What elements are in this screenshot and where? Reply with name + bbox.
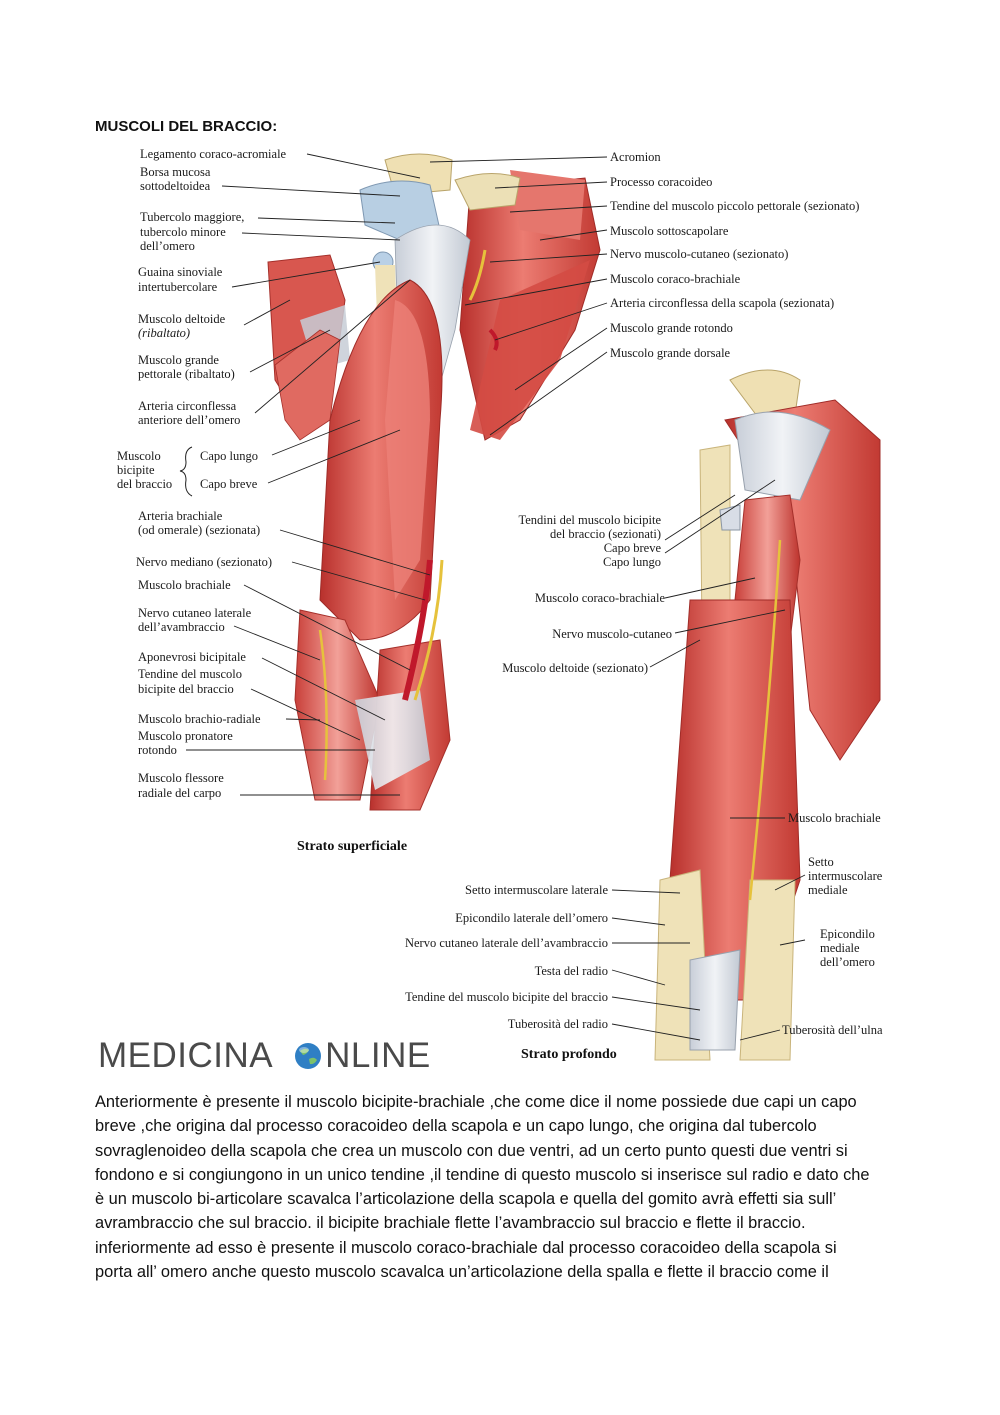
label: intermuscolare <box>808 869 883 883</box>
label: del braccio <box>117 477 172 491</box>
paragraph-line: breve ,che origina dal processo coracoid… <box>95 1117 817 1136</box>
label: radiale del carpo <box>138 786 221 800</box>
label: Muscolo deltoide (sezionato) <box>502 661 648 675</box>
label: Nervo cutaneo laterale dell’avambraccio <box>405 936 608 950</box>
label: Arteria brachiale <box>138 509 223 523</box>
label: anteriore dell’omero <box>138 413 240 427</box>
label: Arteria circonflessa <box>138 399 237 413</box>
label: Capo breve <box>200 477 258 491</box>
label: bicipite del braccio <box>138 682 234 696</box>
label: intertubercolare <box>138 280 218 294</box>
page-heading: MUSCOLI DEL BRACCIO: <box>95 118 278 135</box>
label: Guaina sinoviale <box>138 265 223 279</box>
label: Nervo muscolo-cutaneo (sezionato) <box>610 247 788 261</box>
label: Setto <box>808 855 834 869</box>
label: Muscolo deltoide <box>138 312 226 326</box>
deep-layer-drawing <box>654 369 881 1061</box>
label: Processo coracoideo <box>610 175 712 189</box>
label: (od omerale) (sezionata) <box>138 523 260 537</box>
paragraph-line: fondono e si congiungono in un unico ten… <box>95 1165 870 1184</box>
label: Muscolo brachiale <box>138 578 231 592</box>
medicina-online-logo: MEDICINA NLINE <box>98 1036 431 1076</box>
label: Tendine del muscolo piccolo pettorale (s… <box>610 199 859 213</box>
label: del braccio (sezionati) <box>550 527 661 541</box>
label: Acromion <box>610 150 661 164</box>
superficial-layer-drawing <box>267 153 601 811</box>
label: (ribaltato) <box>138 326 190 340</box>
label: Muscolo brachiale <box>788 811 881 825</box>
paragraph-line: sovraglenoideo della scapola che crea un… <box>95 1141 848 1160</box>
label: dell’avambraccio <box>138 620 225 634</box>
superficial-labels: Legamento coraco-acromiale Borsa mucosa … <box>117 147 287 800</box>
label: bicipite <box>117 463 155 477</box>
right-top-labels: Acromion Processo coracoideo Tendine del… <box>610 150 859 360</box>
label: Muscolo coraco-brachiale <box>535 591 666 605</box>
label: sottodeltoidea <box>140 179 211 193</box>
leader-lines <box>186 153 806 1041</box>
label: Muscolo brachio-radiale <box>138 712 261 726</box>
label: dell’omero <box>140 239 195 253</box>
label: Tendine del muscolo bicipite del braccio <box>405 990 608 1004</box>
caption-deep: Strato profondo <box>521 1047 617 1062</box>
caption-superficial: Strato superficiale <box>297 839 407 854</box>
paragraph-line: inferiormente ad esso è presente il musc… <box>95 1238 837 1257</box>
label: Legamento coraco-acromiale <box>140 147 287 161</box>
label: Tubercolo maggiore, <box>140 210 244 224</box>
logo-text-2: NLINE <box>325 1036 431 1075</box>
label: Nervo muscolo-cutaneo <box>552 627 672 641</box>
label: Muscolo grande rotondo <box>610 321 733 335</box>
logo-text-1: MEDICINA <box>98 1036 274 1075</box>
label: Muscolo sottoscapolare <box>610 224 729 238</box>
label: mediale <box>820 941 860 955</box>
deep-labels: Tendini del muscolo bicipite del braccio… <box>405 513 883 1037</box>
label: Borsa mucosa <box>140 165 211 179</box>
label: Aponevrosi bicipitale <box>138 650 246 664</box>
label: Tendini del muscolo bicipite <box>519 513 662 527</box>
label: Muscolo grande <box>138 353 219 367</box>
paragraph-line: è un muscolo bi-articolare scavalca l’ar… <box>95 1190 837 1209</box>
label: pettorale (ribaltato) <box>138 367 235 381</box>
label: Setto intermuscolare laterale <box>465 883 608 897</box>
label: Epicondilo <box>820 927 875 941</box>
label: Testa del radio <box>535 964 608 978</box>
label: tubercolo minore <box>140 225 226 239</box>
label: Muscolo <box>117 449 161 463</box>
bracket <box>179 446 193 497</box>
label: Muscolo coraco-brachiale <box>610 272 741 286</box>
body-paragraph: Anteriormente è presente il muscolo bici… <box>95 1090 910 1284</box>
label: Muscolo pronatore <box>138 729 233 743</box>
label: Nervo cutaneo laterale <box>138 606 252 620</box>
label: Capo breve <box>604 541 662 555</box>
label: Muscolo grande dorsale <box>610 346 731 360</box>
label: Muscolo flessore <box>138 771 224 785</box>
label: dell’omero <box>820 955 875 969</box>
label: Nervo mediano (sezionato) <box>136 555 272 569</box>
paragraph-line: porta all’ omero anche questo muscolo sc… <box>95 1263 829 1282</box>
label: Epicondilo laterale dell’omero <box>455 911 608 925</box>
label: Capo lungo <box>200 449 258 463</box>
globe-icon <box>295 1043 322 1069</box>
label: Tuberosità dell’ulna <box>782 1023 883 1037</box>
arm-muscles-illustration: Legamento coraco-acromiale Borsa mucosa … <box>117 147 883 1062</box>
label: rotondo <box>138 743 177 757</box>
label: Tuberosità del radio <box>508 1017 608 1031</box>
label: mediale <box>808 883 848 897</box>
label: Arteria circonflessa della scapola (sezi… <box>610 296 834 310</box>
label: Tendine del muscolo <box>138 667 242 681</box>
paragraph-line: Anteriormente è presente il muscolo bici… <box>95 1093 857 1111</box>
paragraph-line: avrambraccio che sul braccio. il bicipit… <box>95 1214 806 1233</box>
label: Capo lungo <box>603 555 661 569</box>
